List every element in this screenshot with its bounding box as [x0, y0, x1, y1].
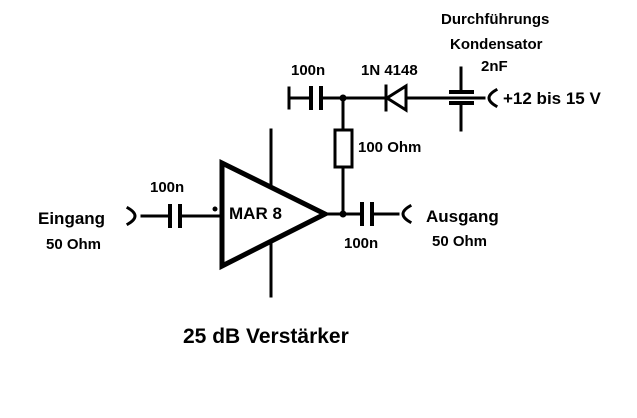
supply-connector	[487, 87, 499, 109]
supply-junction	[339, 94, 347, 102]
pin1-dot	[212, 206, 218, 212]
output-name-label: Ausgang	[426, 207, 499, 226]
input-impedance-label: 50 Ohm	[46, 236, 101, 253]
feedthrough-label-line2: Kondensator	[450, 36, 543, 53]
input-connector	[125, 205, 137, 227]
supply-cap-label: 100n	[291, 62, 325, 79]
amp-name-label: MAR 8	[229, 204, 282, 223]
diagram-title: 25 dB Verstärker	[183, 325, 349, 348]
feedthrough-label-line1: Durchführungs	[441, 11, 549, 28]
output-connector	[401, 203, 413, 225]
diode-label: 1N 4148	[361, 62, 418, 79]
resistor-body	[333, 128, 354, 169]
diode-triangle	[384, 83, 408, 113]
input-cap-label: 100n	[150, 179, 184, 196]
supply-voltage-label: +12 bis 15 V	[503, 89, 601, 108]
feedthrough-value-label: 2nF	[481, 58, 508, 75]
output-impedance-label: 50 Ohm	[432, 233, 487, 250]
amplifier-triangle	[219, 158, 331, 271]
resistor-label: 100 Ohm	[358, 139, 421, 156]
output-cap-label: 100n	[344, 235, 378, 252]
input-name-label: Eingang	[38, 209, 105, 228]
